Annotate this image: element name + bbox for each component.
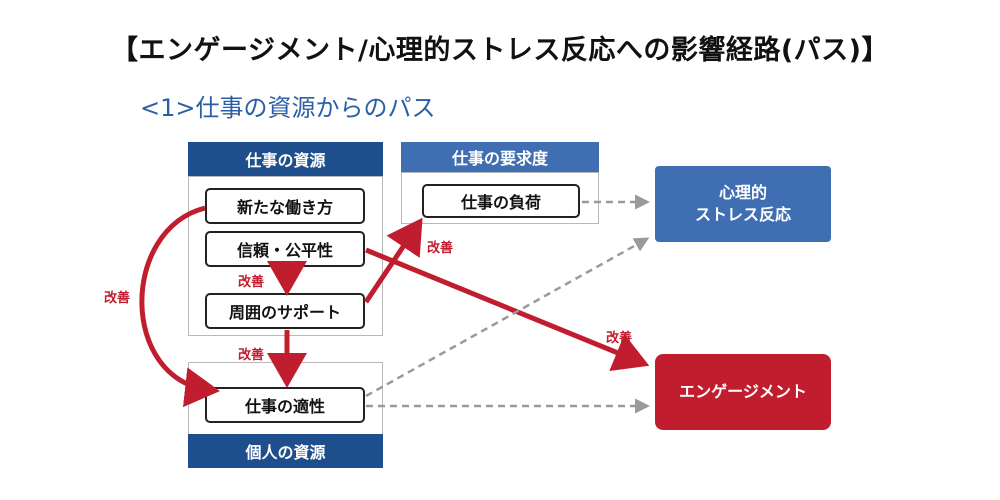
arrow-trust-to-engagement — [365, 247, 650, 372]
label-improve-support-fit: 改善 — [238, 348, 265, 363]
arrow-new-work-style-to-job-fit — [139, 205, 220, 408]
page-title: 【エンゲージメント/心理的ストレス反応への影響経路(パス)】 — [111, 35, 889, 66]
arrow-job-fit-to-stress — [365, 237, 650, 398]
node-new-work-style: 新たな働き方 — [205, 188, 365, 224]
label-improve-engagement: 改善 — [606, 331, 633, 346]
label-improve-workload: 改善 — [427, 241, 454, 256]
node-workload: 仕事の負荷 — [422, 184, 580, 218]
section-subtitle: <1>仕事の資源からのパス — [140, 94, 436, 122]
label-improve-curve: 改善 — [104, 291, 131, 306]
job-resources-header: 仕事の資源 — [188, 142, 383, 176]
node-surrounding-support: 周囲のサポート — [205, 293, 365, 329]
arrow-support-to-workload — [363, 217, 423, 304]
outcome-stress-reaction: 心理的 ストレス反応 — [655, 166, 831, 242]
job-demands-header: 仕事の要求度 — [401, 142, 599, 172]
label-improve-trust-support: 改善 — [238, 275, 265, 290]
outcome-engagement: エンゲージメント — [655, 354, 831, 430]
personal-resources-header: 個人の資源 — [188, 434, 383, 468]
node-job-fit: 仕事の適性 — [205, 387, 365, 423]
